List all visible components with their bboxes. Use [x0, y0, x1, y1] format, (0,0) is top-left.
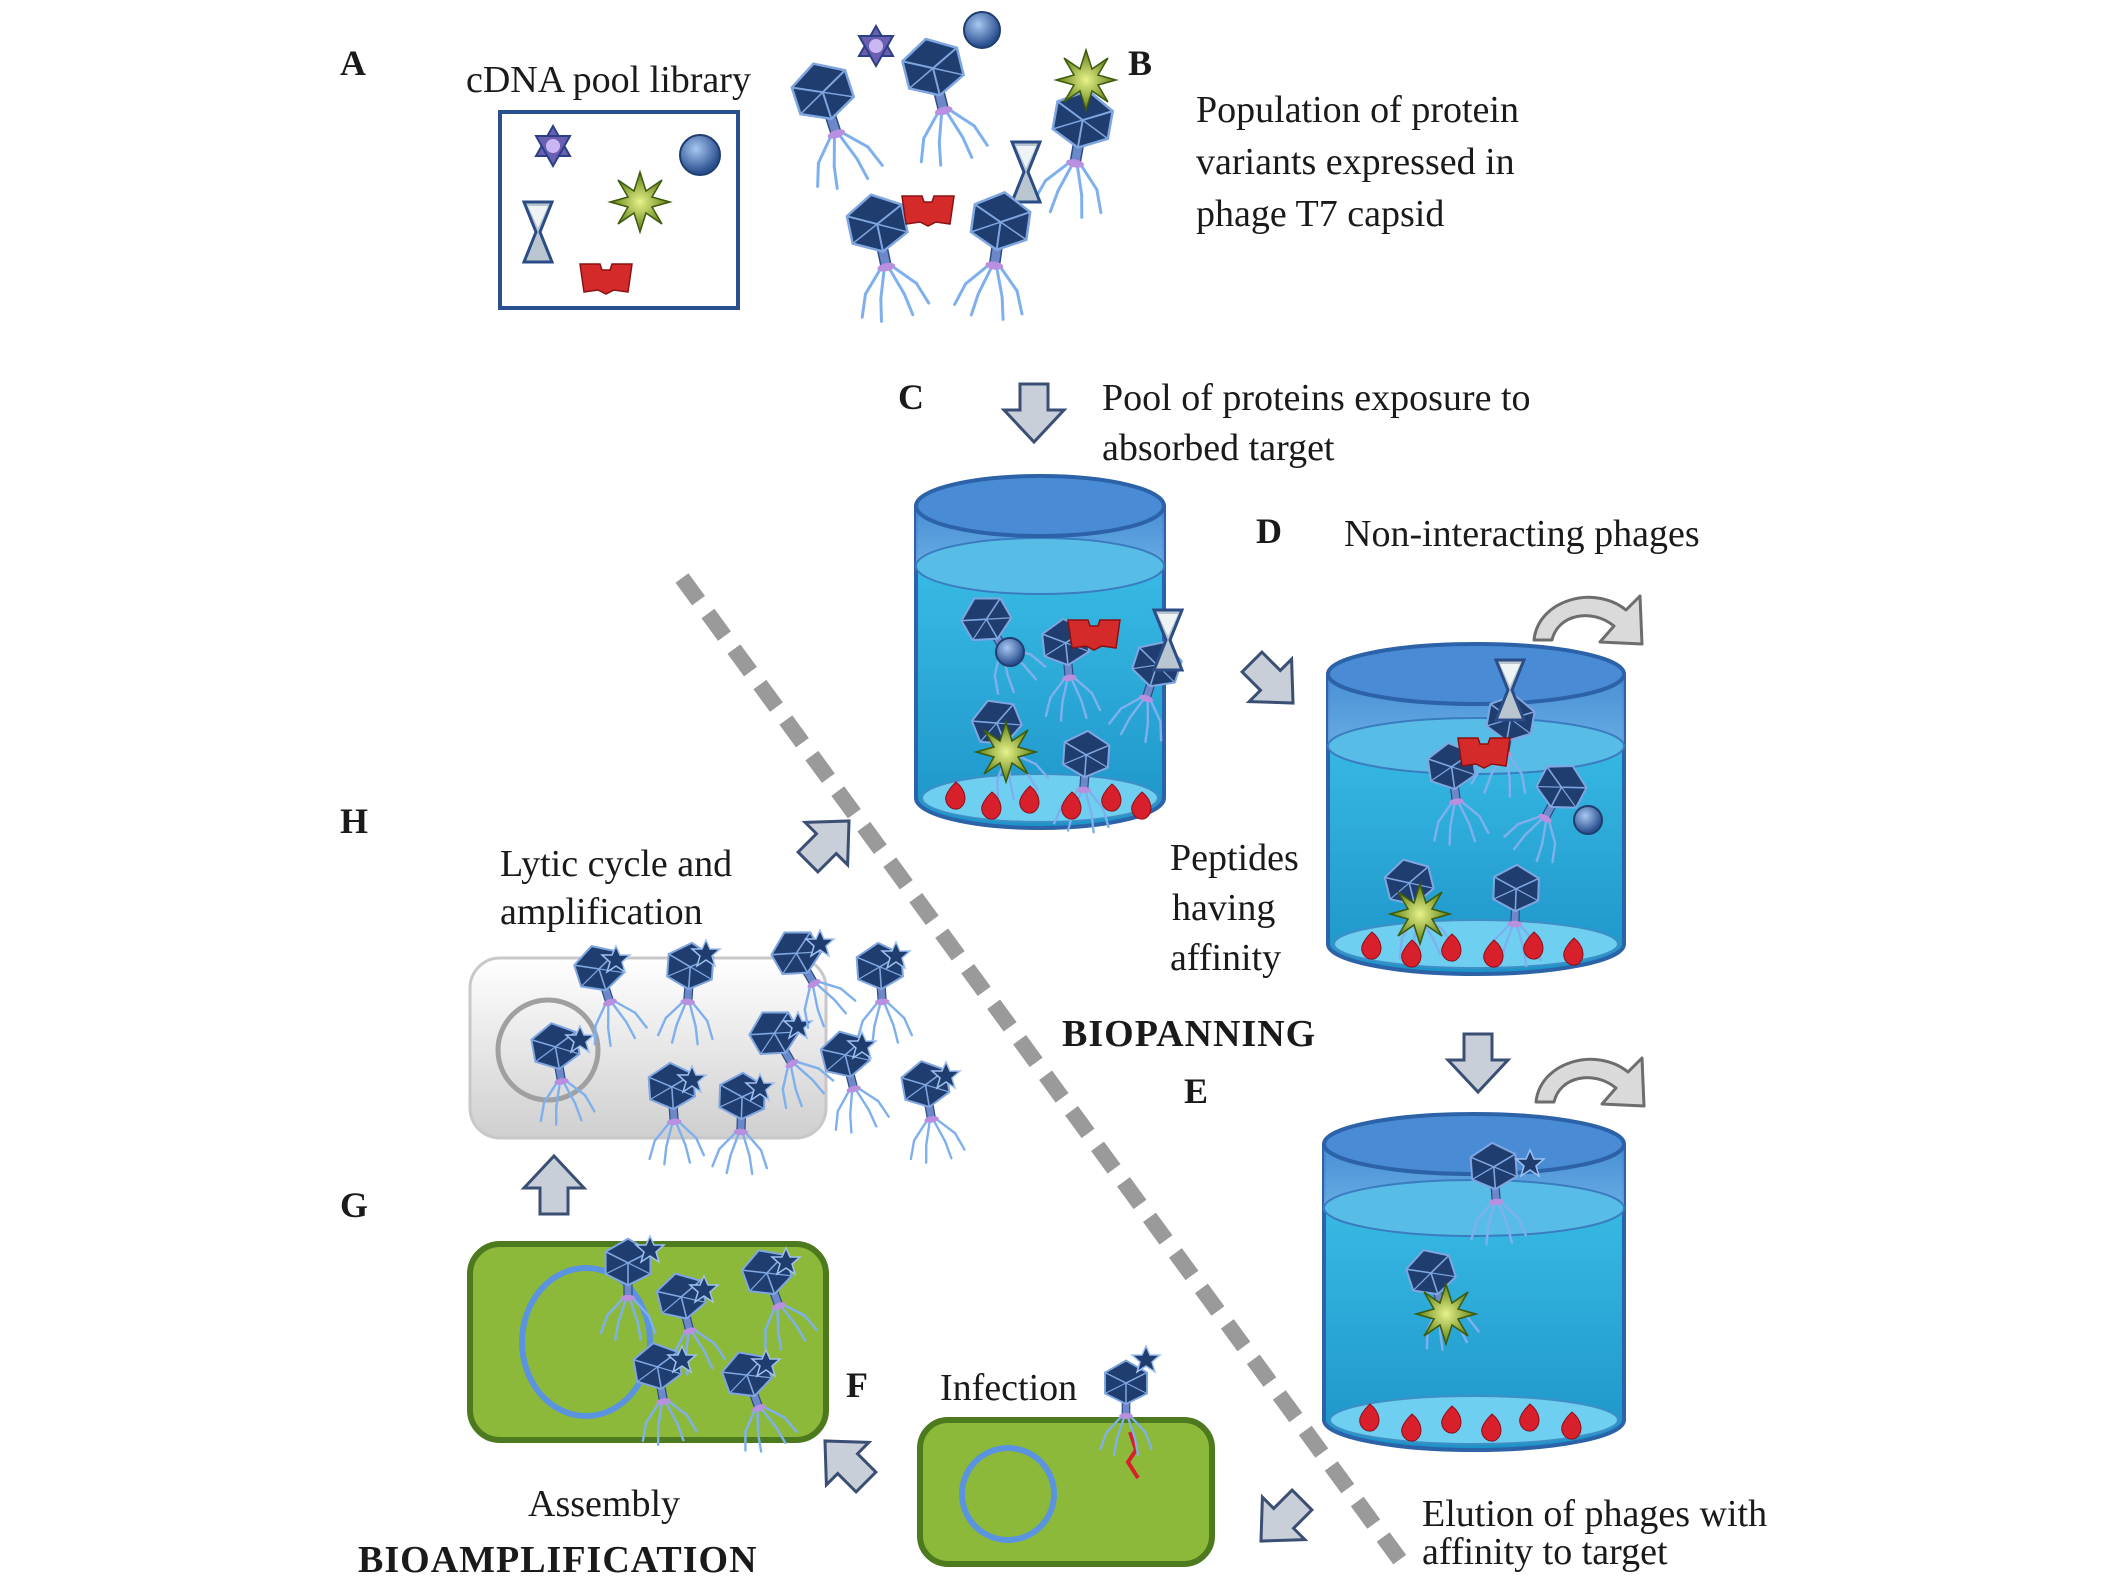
caption-elution-line-1: Elution of phages with [1422, 1493, 1768, 1535]
binding-cylinder-2 [1326, 642, 1626, 976]
label-b: B [1128, 43, 1153, 83]
cdna-library-box [498, 110, 740, 310]
phage-population [779, 11, 1123, 327]
caption-non-interacting: Non-interacting phages [1344, 513, 1700, 555]
label-f: F [846, 1365, 868, 1405]
lytic-cell [468, 936, 838, 1176]
arrow-to-exposure [1002, 382, 1066, 444]
sphere-variant-icon [679, 134, 721, 176]
caption-exposure-line-2: absorbed target [1102, 427, 1335, 469]
arrow-to-lysis [522, 1154, 586, 1216]
binding-cylinder-1 [914, 474, 1192, 835]
arrow-to-elution [1446, 1032, 1510, 1094]
caption-exposure-line-1: Pool of proteins exposure to [1102, 377, 1531, 419]
caption-population-line-2: variants expressed in [1196, 141, 1515, 183]
green-star-variant-icon [609, 171, 671, 233]
curved-arrow-wash-off [1532, 594, 1644, 646]
section-bioamplification: BIOAMPLIFICATION [358, 1539, 758, 1581]
section-biopanning: BIOPANNING [1062, 1013, 1317, 1055]
caption-assembly: Assembly [528, 1483, 680, 1525]
label-a: A [340, 43, 366, 83]
binding-cylinder-3 [1322, 1112, 1626, 1452]
caption-population-line-3: phage T7 capsid [1196, 193, 1445, 235]
curved-arrow-elution [1534, 1056, 1646, 1108]
divider-line [675, 573, 1407, 1565]
caption-population-line-1: Population of protein [1196, 89, 1519, 131]
caption-infection: Infection [940, 1367, 1078, 1409]
caption-peptides-line-2: having [1172, 887, 1276, 929]
bacterial-cell-infection [917, 1345, 1215, 1567]
arrow-to-wash [1229, 639, 1316, 726]
caption-cdna-library: cDNA pool library [466, 59, 751, 101]
label-h: H [340, 801, 369, 841]
caption-peptides-line-3: affinity [1170, 937, 1282, 979]
caption-lytic-line-2: amplification [500, 891, 703, 933]
label-e: E [1184, 1071, 1209, 1111]
bacterial-cell-assembly [467, 1235, 829, 1458]
label-d: D [1256, 511, 1282, 551]
label-c: C [898, 377, 924, 417]
caption-peptides-line-1: Peptides [1170, 837, 1299, 879]
arrow-to-new-round [785, 798, 872, 885]
caption-lytic-line-1: Lytic cycle and [500, 843, 733, 885]
arrow-to-infection [1238, 1477, 1325, 1564]
caption-elution-line-2: affinity to target [1422, 1531, 1668, 1573]
label-g: G [340, 1185, 369, 1225]
